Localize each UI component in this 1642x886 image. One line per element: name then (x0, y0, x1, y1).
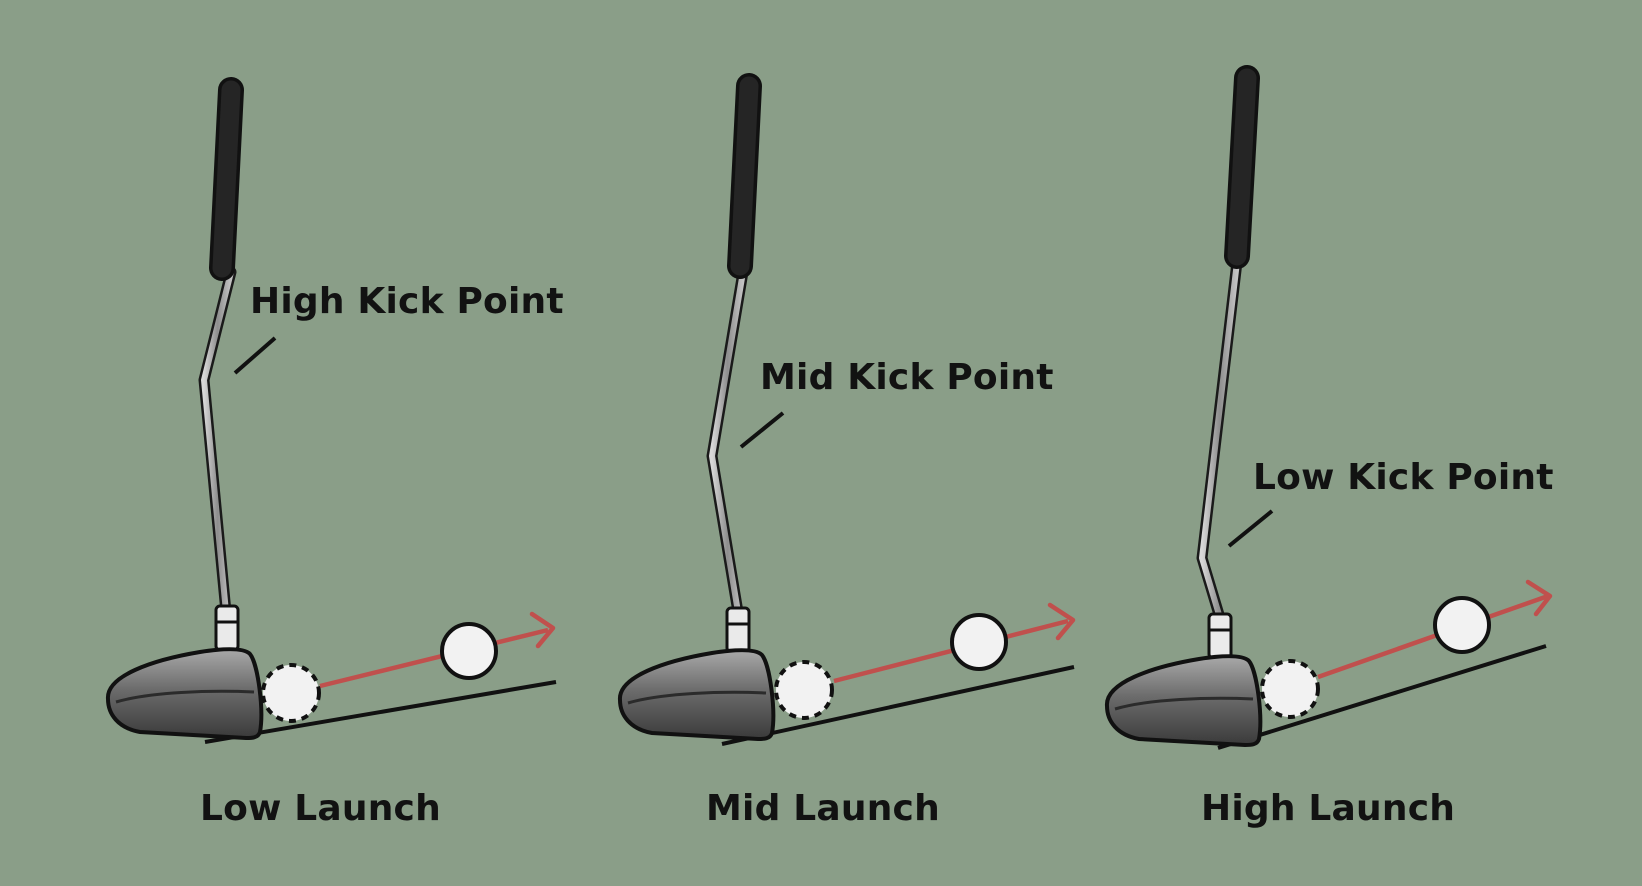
trajectory-line (319, 627, 549, 689)
trajectory-arrowhead (1047, 602, 1076, 641)
ball-launched (1433, 596, 1491, 654)
panel-1 (106, 77, 557, 744)
ground-line (1217, 644, 1547, 750)
ball-impact (774, 660, 834, 720)
ball-launched (440, 622, 498, 680)
club (618, 73, 776, 742)
club-ferrule (725, 606, 751, 654)
kick-pointer (739, 411, 785, 449)
trajectory-line (1317, 593, 1549, 680)
club (106, 77, 264, 741)
club (1105, 65, 1263, 748)
ball-impact (1260, 659, 1320, 719)
kick-pointer (233, 336, 277, 375)
ball-launched (950, 613, 1008, 671)
trajectory-arrowhead (1525, 579, 1553, 617)
ground-line (204, 680, 557, 744)
club-ferrule (214, 604, 240, 652)
kick-point-label-low: Low Kick Point (1253, 457, 1554, 498)
trajectory-arrowhead (529, 611, 556, 649)
ground-line (721, 665, 1075, 746)
kick-point-label-high: High Kick Point (250, 281, 564, 322)
launch-label-high: High Launch (1201, 788, 1456, 829)
launch-label-low: Low Launch (200, 788, 441, 829)
kick-pointer (1227, 509, 1274, 548)
panel-3 (1105, 65, 1553, 750)
kick-point-label-mid: Mid Kick Point (760, 357, 1054, 398)
club-ferrule (1207, 612, 1233, 660)
launch-label-mid: Mid Launch (706, 788, 940, 829)
trajectory-line (833, 618, 1069, 684)
ball-impact (261, 663, 321, 723)
panel-2 (618, 73, 1076, 746)
